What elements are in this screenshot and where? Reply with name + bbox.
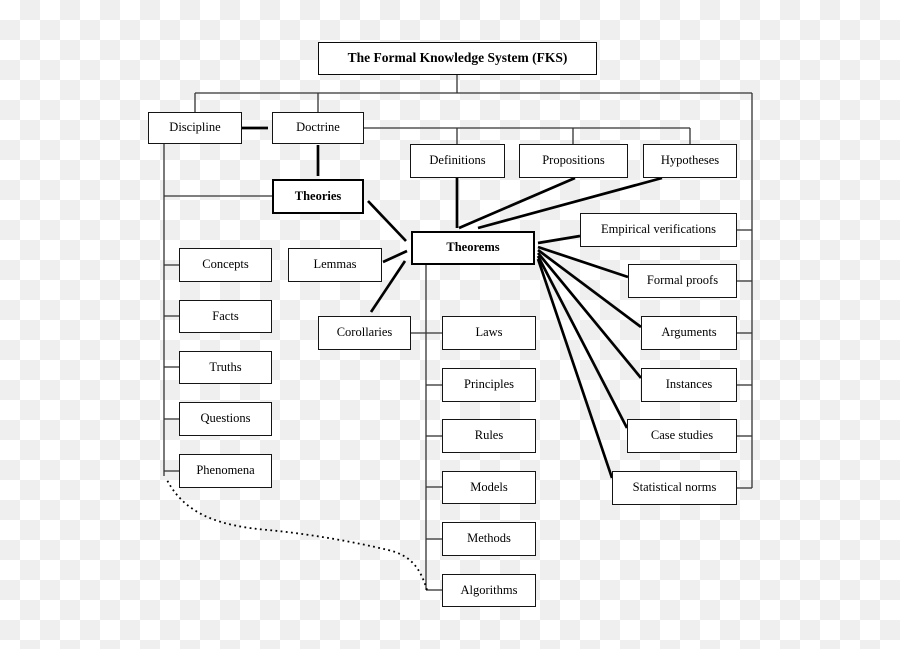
node-label: Arguments	[661, 325, 717, 340]
node-hypotheses: Hypotheses	[643, 144, 737, 178]
node-label: Rules	[474, 428, 504, 443]
node-label: Lemmas	[313, 257, 357, 272]
node-instances: Instances	[641, 368, 737, 402]
node-label: Statistical norms	[632, 480, 717, 495]
node-label: Hypotheses	[660, 153, 720, 168]
node-rules: Rules	[442, 419, 536, 453]
node-label: Concepts	[202, 257, 249, 272]
arrow-lemmas-theorems	[382, 249, 408, 264]
node-label: Questions	[200, 411, 251, 426]
node-principles: Principles	[442, 368, 536, 402]
arrow-instances-theorems	[536, 252, 643, 379]
node-label: Truths	[209, 359, 242, 374]
node-label: Instances	[665, 377, 713, 392]
node-label: Models	[470, 479, 508, 494]
node-phenomena: Phenomena	[179, 454, 272, 488]
node-label: Theorems	[446, 240, 500, 255]
node-corollaries: Corollaries	[318, 316, 411, 350]
node-concepts: Concepts	[179, 248, 272, 282]
node-statistical-norms: Statistical norms	[612, 471, 737, 505]
arrow-theories-theorems	[367, 200, 407, 242]
node-label: Corollaries	[336, 325, 393, 340]
node-label: Theories	[294, 188, 342, 203]
node-label: Laws	[475, 325, 503, 340]
node-truths: Truths	[179, 351, 272, 384]
node-label: Phenomena	[196, 463, 255, 478]
node-label: Propositions	[542, 153, 605, 168]
arrow-hypotheses-theorems	[477, 176, 663, 230]
node-theories: Theories	[272, 179, 364, 214]
node-label: Definitions	[429, 153, 486, 168]
node-definitions: Definitions	[410, 144, 505, 178]
node-empirical-verifications: Empirical verifications	[580, 213, 737, 247]
node-algorithms: Algorithms	[442, 574, 536, 607]
node-label: Doctrine	[296, 120, 340, 135]
node-models: Models	[442, 471, 536, 504]
node-case-studies: Case studies	[627, 419, 737, 453]
node-methods: Methods	[442, 522, 536, 556]
node-doctrine: Doctrine	[272, 112, 364, 144]
node-discipline: Discipline	[148, 112, 242, 144]
node-formal-proofs: Formal proofs	[628, 264, 737, 298]
node-questions: Questions	[179, 402, 272, 436]
node-label: The Formal Knowledge System (FKS)	[347, 50, 568, 66]
arrow-empirical-theorems	[537, 234, 581, 245]
node-label: Formal proofs	[646, 273, 719, 288]
arrow-case-studies-theorems	[536, 255, 629, 429]
node-laws: Laws	[442, 316, 536, 350]
arrow-theorems-corollaries	[369, 260, 407, 313]
arrow-dotted-feedback	[166, 479, 428, 591]
node-label: Methods	[467, 531, 511, 546]
node-theorems: Theorems	[411, 231, 535, 265]
arrow-arguments-theorems	[537, 248, 642, 329]
node-facts: Facts	[179, 300, 272, 333]
node-label: Discipline	[169, 120, 221, 135]
node-fks: The Formal Knowledge System (FKS)	[318, 42, 597, 75]
node-arguments: Arguments	[641, 316, 737, 350]
arrow-propositions-theorems	[458, 176, 576, 230]
node-label: Facts	[212, 308, 239, 323]
node-label: Principles	[464, 377, 514, 392]
node-label: Algorithms	[460, 582, 518, 597]
node-label: Case studies	[650, 428, 714, 443]
arrow-statistical-theorems	[536, 258, 614, 479]
node-label: Empirical verifications	[601, 222, 716, 237]
node-propositions: Propositions	[519, 144, 628, 178]
arrow-formal-proofs-theorems	[537, 245, 629, 279]
node-lemmas: Lemmas	[288, 248, 382, 282]
